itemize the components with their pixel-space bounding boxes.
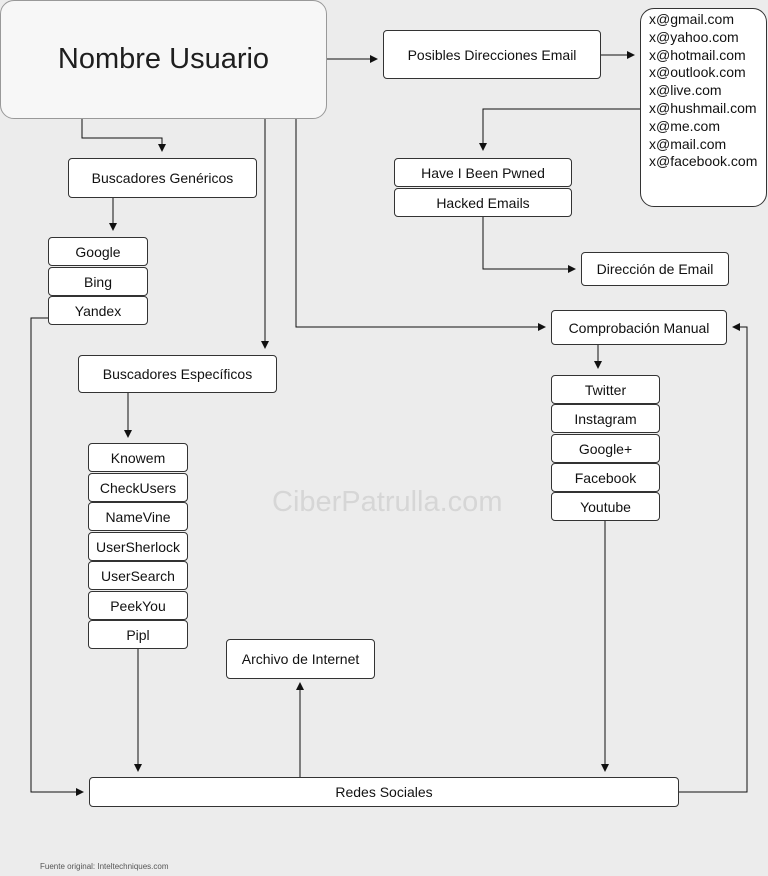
edge-hacked-to-result — [482, 217, 576, 273]
node-bing: Bing — [48, 267, 148, 296]
node-nombre-usuario: Nombre Usuario — [0, 0, 327, 119]
node-buscadores-especificos: Buscadores Específicos — [78, 355, 277, 393]
edge-user-to-generic — [81, 119, 166, 152]
node-checkusers: CheckUsers — [88, 473, 188, 502]
email-item: x@hotmail.com — [649, 46, 746, 63]
node-comprobacion-manual: Comprobación Manual — [551, 310, 727, 345]
email-item: x@facebook.com — [649, 153, 758, 170]
node-archivo-de-internet: Archivo de Internet — [226, 639, 375, 679]
node-namevine: NameVine — [88, 502, 188, 531]
node-have-i-been-pwned: Have I Been Pwned — [394, 158, 572, 187]
email-item: x@me.com — [649, 117, 720, 134]
node-yandex: Yandex — [48, 296, 148, 325]
edge-yandex-to-social — [30, 317, 84, 796]
email-item: x@live.com — [649, 82, 722, 99]
email-item: x@yahoo.com — [649, 28, 739, 45]
node-hacked-emails: Hacked Emails — [394, 188, 572, 217]
email-item: x@mail.com — [649, 135, 727, 152]
email-item: x@hushmail.com — [649, 99, 757, 116]
email-item: x@gmail.com — [649, 11, 735, 27]
edge-user-to-manual — [295, 119, 546, 331]
node-buscadores-genericos: Buscadores Genéricos — [68, 158, 257, 198]
edge-social-to-manual — [679, 323, 748, 793]
node-instagram: Instagram — [551, 404, 660, 433]
email-item: x@outlook.com — [649, 64, 746, 81]
node-pipl: Pipl — [88, 620, 188, 649]
node-usersherlock: UserSherlock — [88, 532, 188, 561]
edge-list-to-pwned — [479, 108, 640, 151]
node-redes-sociales: Redes Sociales — [89, 777, 679, 807]
node-google: Google — [48, 237, 148, 266]
email-list-box: x@gmail.com x@yahoo.com x@hotmail.com x@… — [640, 8, 767, 207]
node-twitter: Twitter — [551, 375, 660, 404]
node-usersearch: UserSearch — [88, 561, 188, 590]
watermark: CiberPatrulla.com — [272, 486, 503, 518]
node-peekyou: PeekYou — [88, 591, 188, 620]
node-knowem: Knowem — [88, 443, 188, 472]
node-posibles-direcciones-email: Posibles Direcciones Email — [383, 30, 601, 79]
node-youtube: Youtube — [551, 492, 660, 521]
node-direccion-de-email: Dirección de Email — [581, 252, 729, 286]
node-facebook: Facebook — [551, 463, 660, 492]
node-google-plus: Google+ — [551, 434, 660, 463]
source-footer: Fuente original: Inteltechniques.com — [40, 862, 169, 871]
